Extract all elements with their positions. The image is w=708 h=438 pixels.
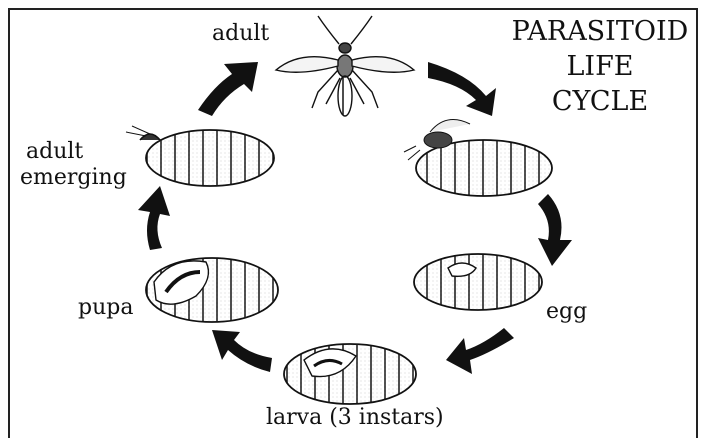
- title-line-3: CYCLE: [500, 84, 700, 119]
- host-egg-laying-drawing: [404, 120, 552, 197]
- label-adult-emerging-line1: adult: [26, 140, 83, 164]
- title-line-2: LIFE: [500, 49, 700, 84]
- arrow-larva-to-pupa: [212, 330, 272, 372]
- host-egg-drawing: [414, 254, 542, 310]
- label-pupa: pupa: [78, 296, 133, 320]
- title-line-1: PARASITOID: [500, 14, 700, 49]
- arrow-to-egg: [538, 194, 572, 266]
- arrow-adult-to-host-egglaying: [428, 62, 496, 116]
- arrow-pupa-to-emerging: [138, 186, 170, 250]
- host-adult-emerging-drawing: [126, 126, 274, 186]
- host-larva-drawing: [284, 344, 416, 404]
- label-larva: larva (3 instars): [266, 406, 444, 430]
- arrow-emerging-to-adult: [198, 62, 258, 116]
- label-egg: egg: [546, 300, 587, 324]
- label-adult: adult: [212, 22, 269, 46]
- diagram-title: PARASITOID LIFE CYCLE: [500, 14, 700, 119]
- label-adult-emerging-line2: emerging: [20, 166, 127, 190]
- host-pupa-drawing: [146, 258, 278, 322]
- adult-wasp-drawing: [276, 16, 414, 116]
- arrow-egg-to-larva: [446, 328, 514, 374]
